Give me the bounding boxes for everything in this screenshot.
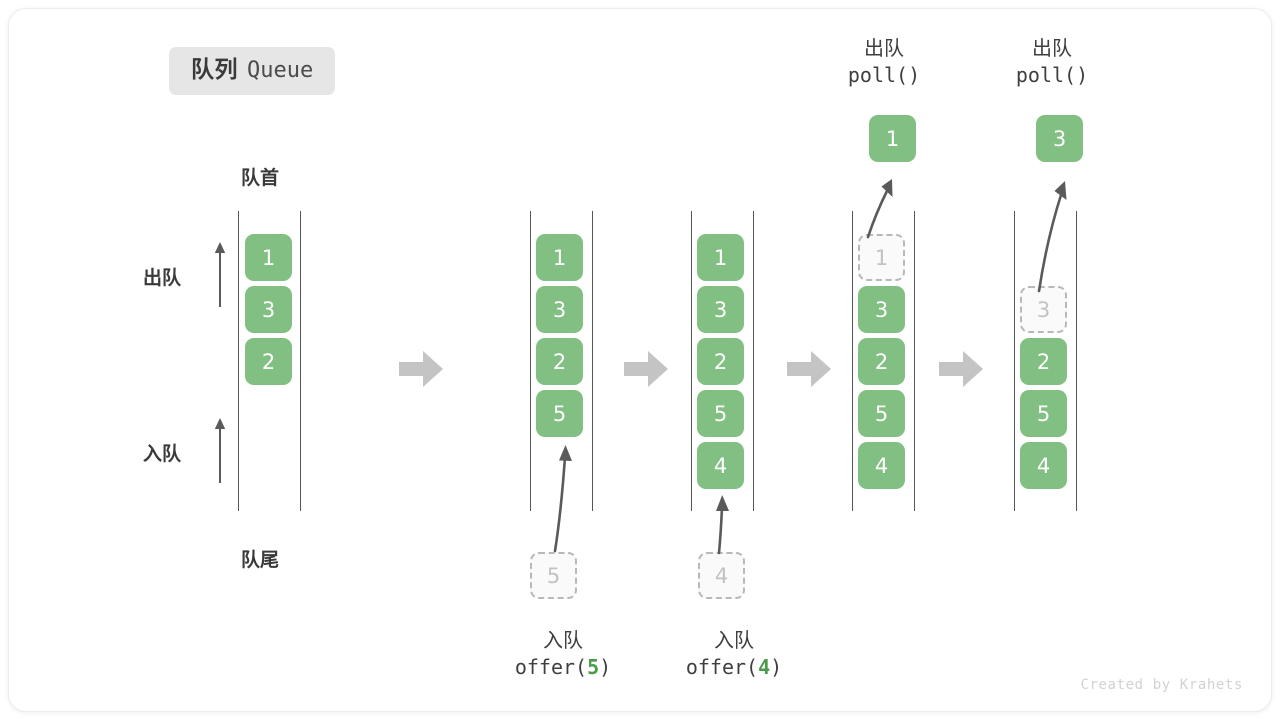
operation-cn: 出队 — [864, 38, 904, 60]
queue-cell: 4 — [1020, 442, 1067, 489]
queue-cell: 4 — [697, 442, 744, 489]
queue-cell: 2 — [858, 338, 905, 385]
queue-cell: 4 — [858, 442, 905, 489]
queue-cell: 2 — [697, 338, 744, 385]
outgoing-ghost-cell: 1 — [858, 234, 905, 281]
title-cn: 队列 — [191, 56, 238, 82]
diagram-stage: 队列 Queue 队首 队尾 出队 入队 1 3 2 — [9, 9, 1271, 711]
enqueue-direction-arrow-icon — [212, 417, 228, 483]
queue-cell: 1 — [245, 234, 292, 281]
queue-rail-left-3 — [691, 211, 692, 511]
queue-rail-left-2 — [530, 211, 531, 511]
queue-head-label: 队首 — [241, 168, 280, 189]
popped-cell: 3 — [1036, 115, 1083, 162]
watermark: Created by Krahets — [1080, 677, 1243, 693]
title-en: Queue — [247, 58, 314, 83]
queue-cell: 1 — [697, 234, 744, 281]
queue-rail-right-2 — [592, 211, 593, 511]
operation-code: offer(4) — [685, 654, 783, 679]
queue-cell: 2 — [245, 338, 292, 385]
queue-rail-right-4 — [914, 211, 915, 511]
operation-cn: 入队 — [714, 630, 754, 652]
queue-cell: 5 — [1020, 390, 1067, 437]
step-arrow-icon — [624, 349, 668, 389]
enqueue-motion-arrow-icon — [529, 433, 599, 553]
queue-cell: 2 — [536, 338, 583, 385]
diagram-title-badge: 队列 Queue — [169, 47, 336, 95]
queue-cell: 3 — [536, 286, 583, 333]
step-arrow-icon — [787, 349, 831, 389]
step-arrow-icon — [939, 349, 983, 389]
operation-cn: 出队 — [1032, 38, 1072, 60]
operation-label-poll-2: 出队 poll() — [997, 37, 1107, 88]
dequeue-motion-arrow-icon — [1017, 169, 1097, 294]
queue-cell: 1 — [536, 234, 583, 281]
operation-label-offer-4: 入队 offer(4) — [669, 629, 799, 680]
dequeue-motion-arrow-icon — [854, 169, 914, 239]
incoming-ghost-cell: 4 — [698, 552, 745, 599]
queue-tail-label: 队尾 — [241, 550, 280, 571]
queue-cell: 2 — [1020, 338, 1067, 385]
diagram-card: 队列 Queue 队首 队尾 出队 入队 1 3 2 — [8, 8, 1272, 712]
queue-rail-right-1 — [300, 211, 301, 511]
enqueue-motion-arrow-icon — [699, 485, 749, 555]
queue-rail-left-5 — [1014, 211, 1015, 511]
queue-cell: 5 — [858, 390, 905, 437]
outgoing-ghost-cell: 3 — [1020, 286, 1067, 333]
dequeue-direction-label: 出队 — [143, 268, 182, 289]
queue-rail-right-3 — [753, 211, 754, 511]
enqueue-direction-label: 入队 — [143, 444, 182, 465]
queue-cell: 3 — [858, 286, 905, 333]
operation-cn: 入队 — [543, 630, 583, 652]
incoming-ghost-cell: 5 — [530, 552, 577, 599]
queue-cell: 5 — [697, 390, 744, 437]
queue-cell: 3 — [697, 286, 744, 333]
dequeue-direction-arrow-icon — [212, 241, 228, 307]
step-arrow-icon — [399, 349, 443, 389]
queue-rail-right-5 — [1076, 211, 1077, 511]
queue-rail-left-4 — [852, 211, 853, 511]
operation-label-poll-1: 出队 poll() — [829, 37, 939, 88]
queue-rail-left-1 — [238, 211, 239, 511]
operation-code: offer(5) — [514, 654, 612, 679]
queue-cell: 5 — [536, 390, 583, 437]
queue-cell: 3 — [245, 286, 292, 333]
popped-cell: 1 — [869, 115, 916, 162]
operation-label-offer-5: 入队 offer(5) — [498, 629, 628, 680]
operation-code: poll() — [1015, 62, 1089, 87]
operation-code: poll() — [847, 62, 921, 87]
